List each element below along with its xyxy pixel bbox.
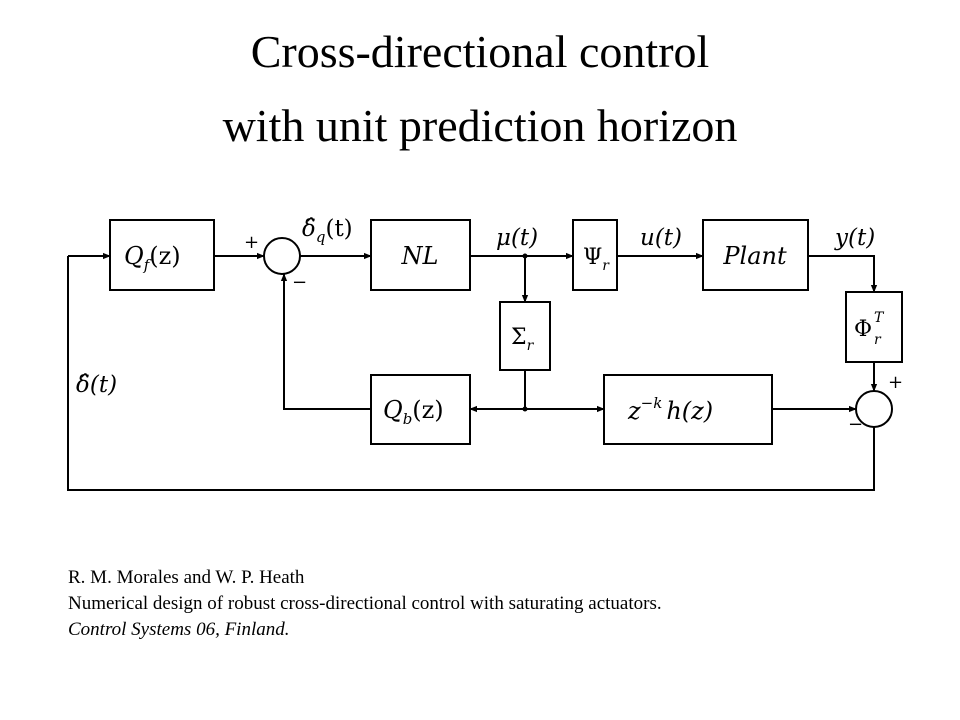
summing-junction-1 [263, 237, 301, 275]
junction-dot-sigma [522, 406, 528, 412]
block-zkh [603, 374, 773, 445]
sign-sum2-plus: + [888, 372, 903, 393]
block-qb [370, 374, 471, 445]
block-qb-label: Qb(z) [383, 396, 444, 428]
summing-junction-2 [855, 390, 893, 428]
signal-lines [67, 252, 878, 491]
block-sigma [499, 301, 551, 371]
block-psi-label: Ψr [583, 245, 610, 274]
block-plant [702, 219, 809, 291]
line-outer-feedback [67, 256, 875, 491]
block-psi [572, 219, 618, 291]
block-nl-label: NL [401, 242, 439, 270]
block-nl [370, 219, 471, 291]
arrow-qb-to-sum1 [280, 273, 371, 410]
block-qf [109, 219, 215, 291]
slide-title-line-2: with unit prediction horizon [222, 100, 738, 151]
sign-sum1-plus: + [244, 232, 259, 253]
reference-authors: R. M. Morales and W. P. Heath [68, 567, 305, 588]
block-plant-label: Plant [722, 242, 787, 270]
phi-superscript: T [874, 310, 885, 326]
block-qf-label: Qf(z) [124, 242, 181, 274]
reference-paper-title: Numerical design of robust cross-directi… [68, 593, 662, 614]
block-phi [845, 291, 903, 363]
signal-mu: μ(t) [496, 225, 538, 251]
arrow-plant-to-phi [808, 255, 878, 293]
phi-subscript: r [874, 332, 882, 348]
block-sigma-label: Σr [511, 325, 535, 354]
block-phi-label: Φ T r [854, 310, 885, 348]
slide-title-line-1: Cross-directional control [250, 26, 710, 77]
sign-sum1-minus: − [292, 272, 307, 293]
reference-venue: Control Systems 06, Finland. [68, 619, 290, 640]
signal-delta: δ̂(t) [76, 372, 117, 398]
signal-u: u(t) [640, 225, 682, 251]
sign-sum2-minus: − [848, 414, 863, 435]
signal-delta-q: δ̂q(t) [302, 216, 353, 246]
phi-symbol: Φ [854, 317, 872, 342]
junction-dot-mu [522, 253, 528, 259]
signal-y: y(t) [834, 225, 875, 251]
